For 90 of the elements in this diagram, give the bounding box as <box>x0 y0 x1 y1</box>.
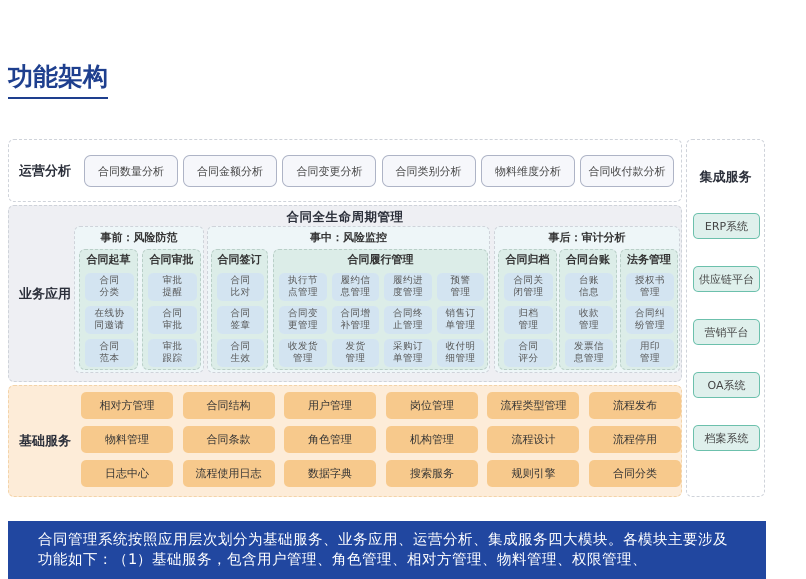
function-box: 合同分类 <box>85 273 134 301</box>
function-box: 执行节点管理 <box>279 273 326 301</box>
module-box: 流程发布 <box>589 392 681 419</box>
function-box: 履约进度管理 <box>384 273 432 301</box>
group-heading: 合同台账 <box>564 252 611 267</box>
function-box: 合同增补管理 <box>332 306 379 334</box>
group-heading: 法务管理 <box>626 252 672 267</box>
module-box: 合同条款 <box>182 426 275 453</box>
function-box: 发票信息管理 <box>565 339 613 367</box>
group-panel <box>79 249 138 370</box>
group-heading: 合同起草 <box>85 252 132 267</box>
module-box: 日志中心 <box>81 460 173 487</box>
section-heading: 合同全生命周期管理 <box>286 209 404 226</box>
function-box: 收付明细管理 <box>436 339 484 367</box>
module-box: 流程停用 <box>589 426 681 453</box>
function-box: 收款管理 <box>565 306 613 334</box>
function-box: 用印管理 <box>626 339 674 367</box>
function-box: 预警管理 <box>436 273 484 301</box>
page-title: 功能架构 <box>8 60 108 99</box>
module-box: 流程类型管理 <box>487 392 580 419</box>
phase-panel <box>494 226 680 373</box>
module-box: 数据字典 <box>284 460 376 487</box>
function-box: 合同变更管理 <box>279 306 326 334</box>
module-box: 岗位管理 <box>386 392 478 419</box>
group-panel <box>498 249 557 370</box>
module-box: 营销平台 <box>693 319 760 345</box>
function-box: 合同审批 <box>148 306 197 334</box>
function-box: 归档管理 <box>504 306 553 334</box>
module-box: 流程使用日志 <box>182 460 275 487</box>
module-box: 角色管理 <box>284 426 376 453</box>
function-box: 销售订单管理 <box>436 306 484 334</box>
module-box: 用户管理 <box>284 392 376 419</box>
module-box: 相对方管理 <box>81 392 173 419</box>
module-box: 物料维度分析 <box>480 155 575 187</box>
function-box: 合同关闭管理 <box>504 273 553 301</box>
function-box: 合同范本 <box>85 339 134 367</box>
module-box: 合同收付款分析 <box>580 155 674 187</box>
function-box: 发货管理 <box>332 339 379 367</box>
section-label: 运营分析 <box>19 162 71 180</box>
section-panel <box>8 385 682 497</box>
function-box: 合同比对 <box>217 273 264 301</box>
group-panel <box>620 249 678 370</box>
section-panel <box>8 205 682 382</box>
module-box: 流程设计 <box>487 426 580 453</box>
function-box: 审批跟踪 <box>148 339 197 367</box>
module-box: 供应链平台 <box>693 266 760 292</box>
function-box: 收发货管理 <box>279 339 326 367</box>
phase-panel <box>207 226 490 373</box>
group-heading: 合同审批 <box>148 252 194 267</box>
function-box: 合同签章 <box>217 306 264 334</box>
phase-heading: 事中：风险监控 <box>309 230 388 245</box>
phase-heading: 事前：风险防范 <box>100 230 178 245</box>
caption-text: 合同管理系统按照应用层次划分为基础服务、业务应用、运营分析、集成服务四大模块。各模块主要涉及功能如下：（1）基础服务，包含用户管理、角色管理、相对方管理、物料管理、权限管理、 <box>38 530 729 570</box>
module-box: 合同金额分析 <box>183 155 278 187</box>
function-box: 审批提醒 <box>148 273 197 301</box>
module-box: ERP系统 <box>693 213 760 239</box>
function-box: 合同评分 <box>504 339 553 367</box>
module-box: 合同结构 <box>182 392 275 419</box>
module-box: 档案系统 <box>693 425 760 451</box>
module-box: 合同变更分析 <box>282 155 376 187</box>
module-box: 合同分类 <box>589 460 681 487</box>
phase-heading: 事后：审计分析 <box>548 230 626 245</box>
phase-panel <box>74 226 204 373</box>
section-panel <box>8 139 682 202</box>
function-box: 台账信息 <box>565 273 613 301</box>
group-panel <box>273 249 488 370</box>
module-box: 合同数量分析 <box>84 155 178 187</box>
group-panel <box>142 249 201 370</box>
function-box: 采购订单管理 <box>384 339 432 367</box>
group-heading: 合同归档 <box>504 252 550 267</box>
group-heading: 合同履行管理 <box>346 252 414 267</box>
group-panel <box>211 249 268 370</box>
section-panel <box>686 139 765 497</box>
function-box: 合同终止管理 <box>384 306 432 334</box>
section-label: 基础服务 <box>19 433 71 450</box>
function-box: 合同生效 <box>217 339 264 367</box>
module-box: 机构管理 <box>386 426 478 453</box>
group-panel <box>559 249 617 370</box>
section-label: 业务应用 <box>19 286 71 302</box>
function-box: 在线协同邀请 <box>85 306 134 334</box>
module-box: 规则引擎 <box>487 460 580 487</box>
function-box: 履约信息管理 <box>332 273 379 301</box>
section-label: 集成服务 <box>698 169 752 186</box>
module-box: 合同类别分析 <box>382 155 476 187</box>
function-box: 授权书管理 <box>626 273 674 301</box>
group-heading: 合同签订 <box>216 252 262 267</box>
module-box: 搜索服务 <box>386 460 478 487</box>
module-box: 物料管理 <box>81 426 173 453</box>
module-box: OA系统 <box>693 372 760 398</box>
function-box: 合同纠纷管理 <box>626 306 674 334</box>
